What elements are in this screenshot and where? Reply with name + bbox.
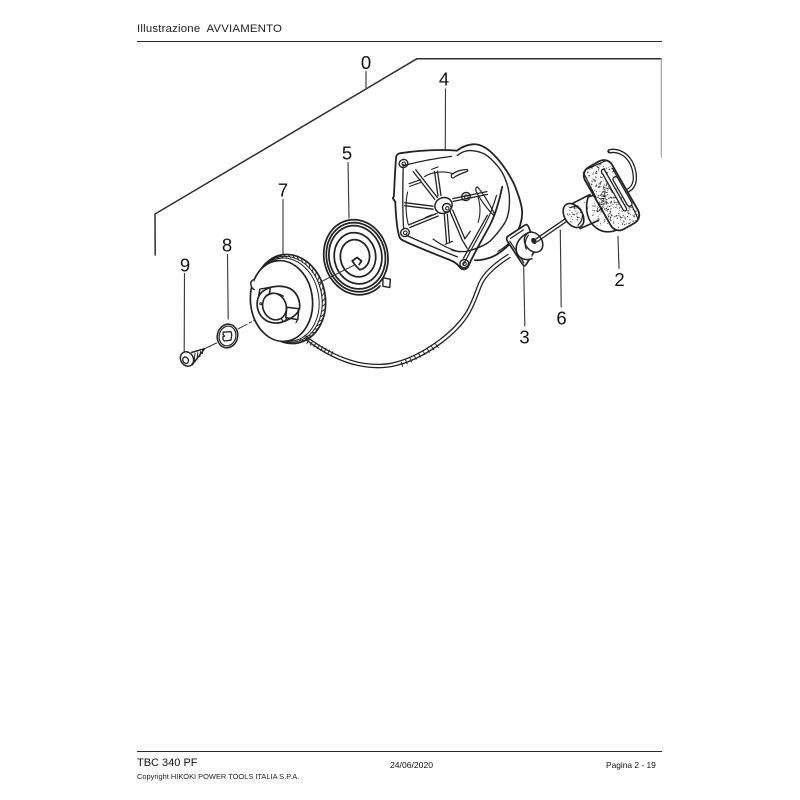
svg-text:8: 8 <box>222 235 232 256</box>
svg-text:4: 4 <box>439 69 449 90</box>
svg-text:6: 6 <box>556 308 566 329</box>
svg-text:5: 5 <box>342 143 352 164</box>
svg-text:9: 9 <box>180 255 190 276</box>
svg-text:7: 7 <box>278 180 288 201</box>
svg-text:0: 0 <box>361 52 371 73</box>
svg-text:3: 3 <box>519 327 529 348</box>
svg-text:2: 2 <box>614 269 624 290</box>
